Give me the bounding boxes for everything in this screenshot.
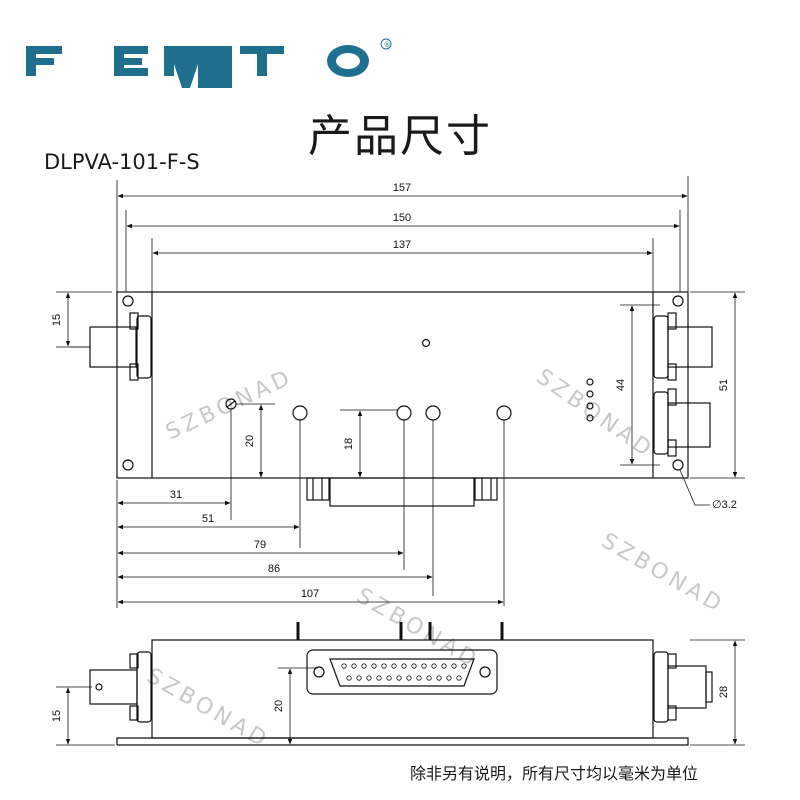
femto-logo: ® <box>26 38 392 88</box>
dim-bottom-107: 107 <box>301 588 319 600</box>
watermark: SZBONAD <box>142 664 274 754</box>
dim-bottom-31: 31 <box>170 489 182 501</box>
watermark-group: SZBONAD SZBONAD SZBONAD SZBONAD SZBONAD <box>142 364 729 754</box>
watermark: SZBONAD <box>352 584 484 674</box>
dim-side-20: 20 <box>273 700 285 712</box>
dim-bottom-86: 86 <box>268 563 280 575</box>
dim-bottom-79: 79 <box>254 539 266 551</box>
dim-offset-18: 18 <box>343 438 355 450</box>
model-number: DLPVA-101-F-S <box>44 150 200 174</box>
page-title: 产品尺寸 <box>308 111 492 162</box>
registered-mark: ® <box>384 41 391 49</box>
footnote: 除非另有说明，所有尺寸均以毫米为单位 <box>410 764 699 783</box>
dim-height-15: 15 <box>51 314 63 326</box>
dim-height-51: 51 <box>718 379 730 391</box>
dim-height-44: 44 <box>615 379 627 391</box>
watermark: SZBONAD <box>597 529 729 619</box>
dsub-pins <box>341 663 467 681</box>
dim-overall-157: 157 <box>393 182 411 194</box>
dim-bottom-51: 51 <box>202 513 214 525</box>
dim-side-15: 15 <box>51 710 63 722</box>
hole-diameter-label: ∅3.2 <box>712 499 737 511</box>
dim-offset-20: 20 <box>244 435 256 447</box>
watermark: SZBONAD <box>532 364 659 463</box>
dim-overall-137: 137 <box>393 239 411 251</box>
dim-side-28: 28 <box>718 686 730 698</box>
dim-overall-150: 150 <box>393 212 411 224</box>
